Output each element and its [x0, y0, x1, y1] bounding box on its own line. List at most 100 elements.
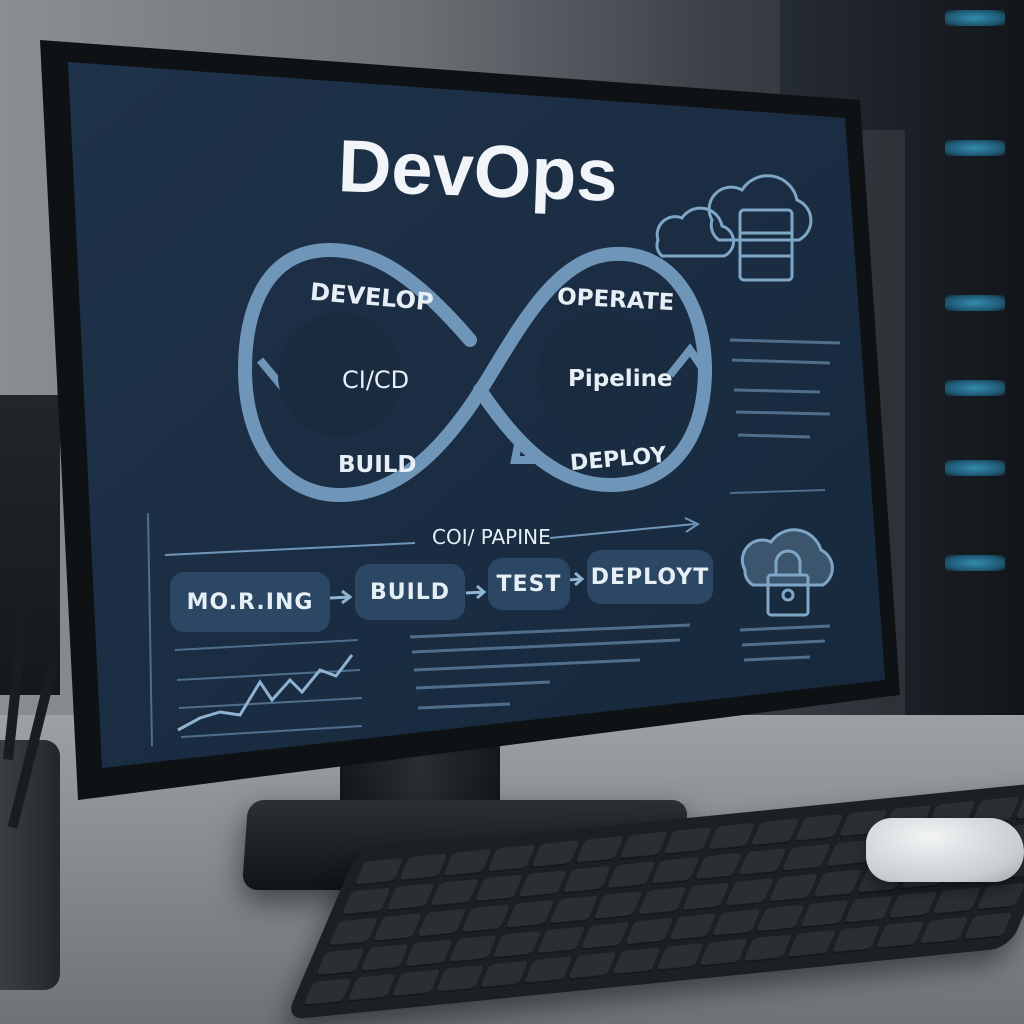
key	[491, 930, 542, 960]
key	[429, 879, 479, 908]
left-vertical-rule	[147, 512, 153, 747]
key	[460, 904, 510, 934]
key	[442, 848, 492, 878]
key	[750, 818, 800, 848]
key	[315, 947, 365, 977]
log-lines-right	[729, 338, 841, 439]
step-arrows	[329, 571, 585, 605]
key	[486, 844, 536, 874]
key	[932, 886, 982, 916]
cabinet	[0, 395, 60, 695]
key	[504, 900, 554, 930]
key	[680, 882, 731, 912]
pipeline-arrow-line	[549, 523, 696, 539]
cloud-server-icon	[707, 174, 813, 282]
key	[416, 909, 466, 938]
infinity-loop	[237, 242, 713, 503]
server-led-5	[945, 460, 1005, 476]
key	[963, 912, 1013, 942]
key	[302, 977, 353, 1007]
key	[579, 921, 630, 951]
key	[397, 853, 448, 883]
key	[592, 891, 643, 921]
key	[530, 840, 580, 870]
key	[353, 857, 404, 887]
key	[768, 873, 819, 903]
cloud-lock-icon	[740, 528, 834, 617]
key	[434, 964, 485, 994]
key	[693, 852, 743, 882]
arrow-right-icon	[329, 589, 353, 605]
key	[561, 865, 611, 895]
key	[976, 882, 1024, 912]
cloud-icon	[655, 206, 735, 258]
key	[794, 813, 844, 843]
pipeline-step-label: DEPLOYT	[590, 564, 710, 590]
server-led-2	[945, 140, 1005, 156]
key	[548, 895, 598, 925]
key	[403, 939, 454, 969]
pipeline-hub	[538, 313, 662, 437]
server-led-6	[945, 555, 1005, 571]
server-led-4	[945, 380, 1005, 396]
key	[755, 904, 806, 933]
pipeline-step-monitoring[interactable]: MO.R.ING	[170, 572, 330, 632]
key	[711, 908, 762, 938]
server-rack	[905, 0, 1024, 760]
key	[799, 899, 850, 929]
key	[875, 920, 925, 950]
key	[473, 874, 523, 904]
key	[535, 925, 586, 955]
key	[919, 916, 969, 946]
pipeline-step-deploy[interactable]: DEPLOYT	[587, 550, 713, 604]
key	[706, 822, 756, 852]
key	[662, 827, 712, 856]
key	[385, 883, 435, 913]
key	[636, 887, 687, 917]
key	[341, 887, 391, 917]
server-led-1	[945, 10, 1005, 26]
arrow-right-icon	[567, 571, 585, 587]
arrow-right-loop	[666, 343, 712, 379]
key	[517, 870, 567, 900]
key	[812, 869, 863, 899]
pencil-cup	[0, 740, 60, 990]
server-led-3	[945, 295, 1005, 311]
pipeline-step-label: MO.R.ING	[186, 589, 314, 615]
log-lines-center	[409, 623, 691, 710]
key	[372, 913, 422, 943]
pipeline-step-test[interactable]: TEST	[488, 558, 570, 610]
arrow-right-icon	[684, 517, 701, 533]
key	[346, 973, 397, 1003]
key	[667, 912, 718, 942]
line-chart-icon	[174, 639, 363, 738]
key	[390, 969, 441, 999]
cicd-hub	[278, 313, 402, 437]
key	[888, 890, 938, 920]
key	[781, 843, 832, 873]
key	[566, 951, 617, 981]
loop-label-cicd: CI/CD	[342, 366, 410, 394]
key	[359, 943, 410, 973]
loop-label-build: BUILD	[338, 452, 417, 478]
key	[649, 857, 699, 887]
pipeline-title: COI/ PAPINE	[432, 525, 551, 549]
key	[605, 861, 655, 891]
right-rule	[729, 489, 826, 494]
key	[655, 942, 705, 972]
key	[447, 934, 498, 964]
mouse	[866, 818, 1024, 882]
key	[743, 934, 793, 963]
key	[522, 955, 573, 985]
key	[787, 929, 837, 959]
pipeline-step-build[interactable]: BUILD	[355, 564, 465, 620]
key	[831, 925, 881, 955]
pipeline-step-label: BUILD	[369, 579, 451, 605]
pipeline-rule	[164, 542, 416, 556]
key	[328, 917, 378, 947]
loop-label-pipeline: Pipeline	[568, 366, 673, 392]
arrow-right-icon	[465, 584, 487, 600]
key	[843, 895, 894, 925]
key	[737, 848, 787, 878]
